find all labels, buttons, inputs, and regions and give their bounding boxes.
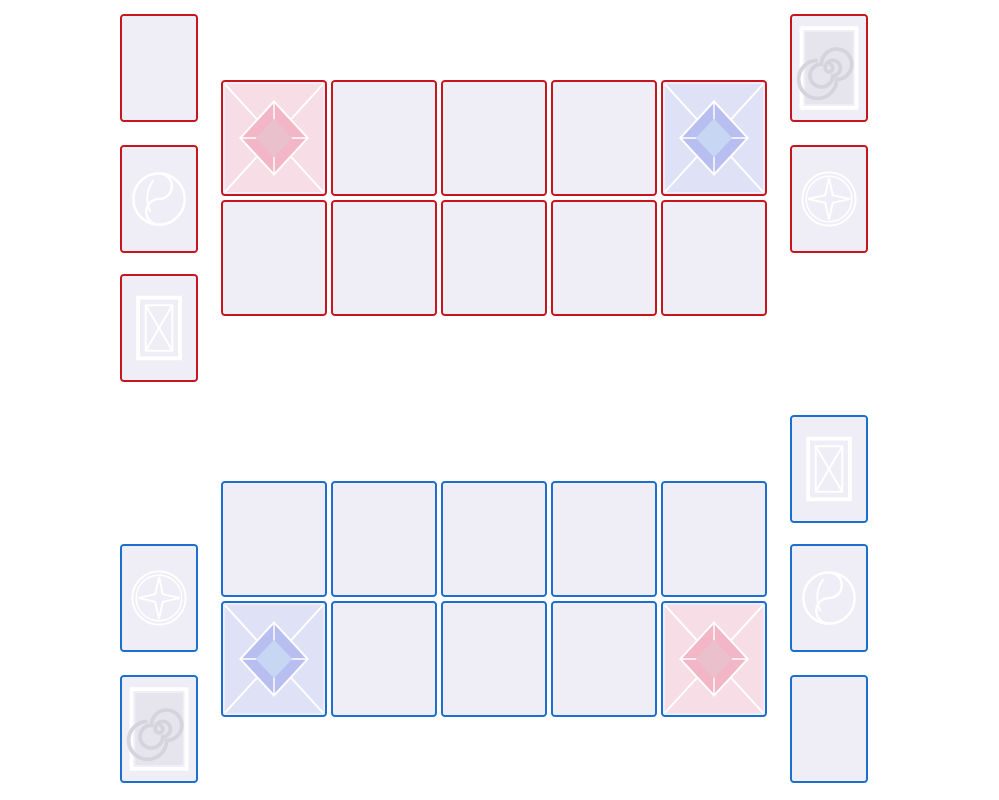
player-compass-zone[interactable] (120, 544, 198, 652)
player-spell-zone-4[interactable] (551, 601, 657, 717)
player-spell-zone-2[interactable] (331, 601, 437, 717)
player-hourglass-zone[interactable] (790, 415, 868, 523)
opponent-compass-zone[interactable] (790, 145, 868, 253)
player-spiral-zone[interactable] (120, 675, 198, 783)
compass-star-icon (131, 570, 187, 626)
crystal-blue-icon (664, 83, 764, 193)
opponent-field-cell-2[interactable] (331, 80, 437, 196)
crystal-red-icon (224, 83, 324, 193)
opponent-monster-zone-5[interactable] (661, 200, 767, 316)
player-monster-zone-5[interactable] (661, 481, 767, 597)
opponent-monster-zone-4[interactable] (551, 200, 657, 316)
opponent-field-cell-3[interactable] (441, 80, 547, 196)
hourglass-frame-icon (136, 295, 182, 361)
player-yin-yang-zone[interactable] (790, 544, 868, 652)
player-blank-zone[interactable] (790, 675, 868, 783)
opponent-field-crystal-blue[interactable] (661, 80, 767, 196)
yin-yang-icon (802, 571, 856, 625)
player-field-crystal-blue[interactable] (221, 601, 327, 717)
opponent-hourglass-zone[interactable] (120, 274, 198, 382)
opponent-spiral-zone[interactable] (790, 14, 868, 122)
opponent-field-cell-4[interactable] (551, 80, 657, 196)
opponent-monster-zone-2[interactable] (331, 200, 437, 316)
opponent-yin-yang-zone[interactable] (120, 145, 198, 253)
opponent-blank-zone[interactable] (120, 14, 198, 122)
spiral-icon (126, 687, 189, 771)
player-field-crystal-red[interactable] (661, 601, 767, 717)
yin-yang-icon (132, 172, 186, 226)
compass-star-icon (801, 171, 857, 227)
player-monster-zone-3[interactable] (441, 481, 547, 597)
opponent-field-crystal-red[interactable] (221, 80, 327, 196)
player-spell-zone-3[interactable] (441, 601, 547, 717)
player-monster-zone-1[interactable] (221, 481, 327, 597)
player-monster-zone-4[interactable] (551, 481, 657, 597)
crystal-red-icon (664, 604, 764, 714)
crystal-blue-icon (224, 604, 324, 714)
player-monster-zone-2[interactable] (331, 481, 437, 597)
spiral-icon (796, 26, 859, 110)
opponent-monster-zone-1[interactable] (221, 200, 327, 316)
hourglass-frame-icon (806, 436, 852, 502)
opponent-monster-zone-3[interactable] (441, 200, 547, 316)
